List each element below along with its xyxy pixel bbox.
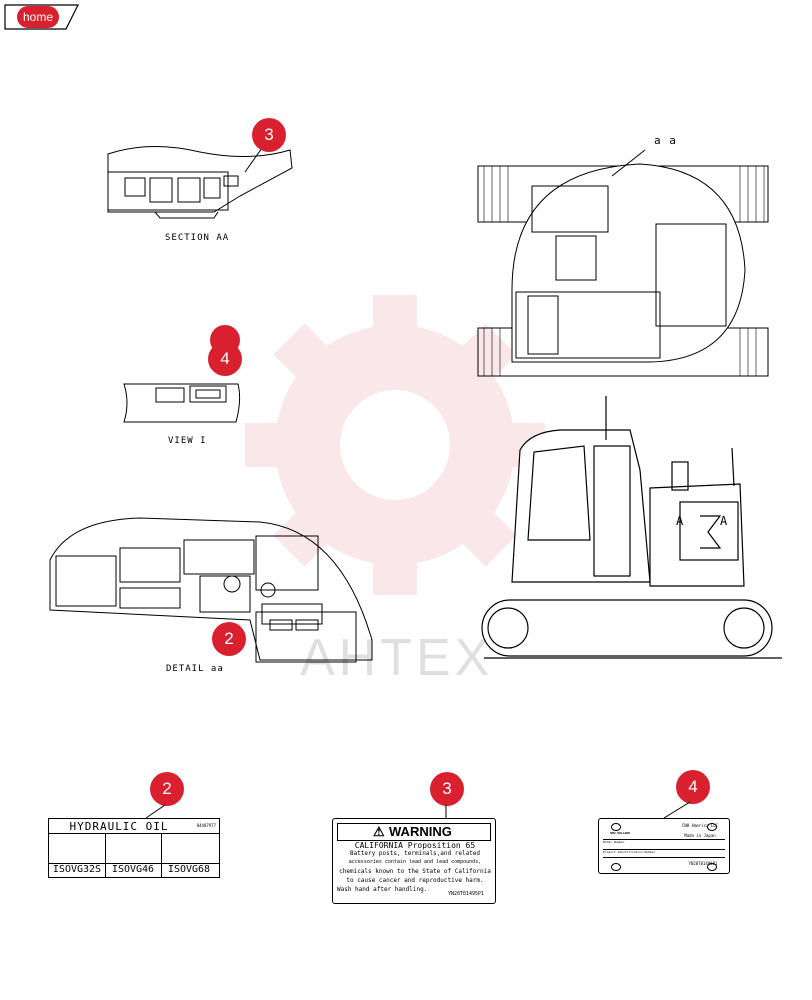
hydraulic-grade-3: ISOVG68	[167, 864, 211, 875]
home-button[interactable]: home	[4, 4, 80, 30]
side-label-a-right: A	[720, 514, 729, 528]
warning-part-number: YN20T01495P1	[447, 891, 485, 897]
plate-hole-icon	[707, 863, 717, 871]
plate-company: CNH America LLC	[681, 823, 719, 828]
plate-model-label: Model Number	[603, 840, 625, 844]
plate-hole-icon	[611, 823, 621, 831]
callout-2-decal[interactable]: 2	[150, 772, 184, 806]
plate-product-label: Product Identification Number	[603, 850, 656, 854]
warning-line-2: Battery posts, terminals,and related	[349, 850, 481, 857]
plate-part-number: YN20T01496P1	[688, 861, 718, 866]
warning-icon: ⚠	[373, 824, 385, 839]
hydraulic-grade-2: ISOVG46	[111, 864, 155, 875]
callout-4-view[interactable]: 4	[208, 342, 242, 376]
callout-2-detail[interactable]: 2	[212, 622, 246, 656]
hydraulic-oil-title: HYDRAULIC OIL	[69, 820, 169, 833]
side-label-a-left: A	[676, 514, 685, 528]
warning-line-1: CALIFORNIA Proposition 65	[354, 841, 476, 850]
section-aa-caption: SECTION AA	[165, 233, 230, 243]
warning-decal: ⚠ WARNING CALIFORNIA Proposition 65 Batt…	[332, 818, 496, 904]
home-button-label: home	[17, 6, 59, 28]
detail-aa-caption: DETAIL aa	[166, 664, 224, 674]
callout-3-section[interactable]: 3	[252, 118, 286, 152]
identification-plate-decal: NEW HOLLAND CNH America LLC Made in Japa…	[598, 818, 730, 874]
watermark-text: AHTEX	[300, 629, 494, 687]
warning-line-6: Wash hand after handling.	[337, 886, 428, 893]
plate-hole-icon	[707, 823, 717, 831]
plate-brand: NEW HOLLAND	[610, 831, 630, 835]
plate-hole-icon	[611, 863, 621, 871]
callout-4-decal[interactable]: 4	[676, 770, 710, 804]
warning-line-3: accessories contain lead and lead compou…	[348, 859, 482, 865]
hydraulic-oil-decal: HYDRAULIC OIL 84487977 ISOVG32S ISOVG46 …	[48, 818, 220, 878]
warning-line-4: chemicals known to the State of Californ…	[339, 868, 491, 875]
plate-made-in: Made in Japan	[684, 833, 716, 838]
warning-heading: WARNING	[389, 824, 452, 839]
callout-3-decal[interactable]: 3	[430, 772, 464, 806]
warning-line-5: to cause cancer and reproductive harm.	[346, 877, 484, 884]
hydraulic-part-number: 84487977	[196, 823, 216, 828]
top-view-label: a a	[654, 134, 677, 147]
view-i-caption: VIEW I	[168, 436, 207, 446]
hydraulic-grade-1: ISOVG32S	[52, 864, 102, 875]
